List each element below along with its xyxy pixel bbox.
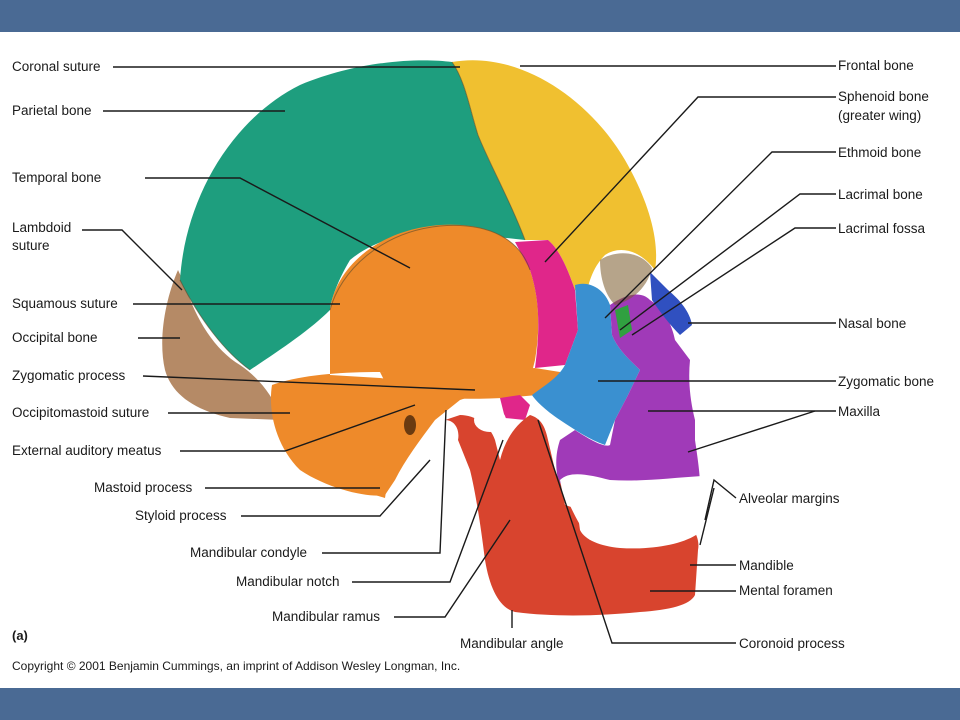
teeth <box>560 474 702 549</box>
leader-lines <box>82 65 836 644</box>
label-occipital-bone: Occipital bone <box>12 330 98 345</box>
sphenoid-bone-shape <box>515 240 578 368</box>
nasal-bone-shape <box>650 272 692 335</box>
labels-left: Coronal suture Parietal bone Temporal bo… <box>12 59 564 651</box>
maxilla-shape <box>556 294 700 488</box>
label-ethmoid-bone: Ethmoid bone <box>838 145 921 160</box>
ethmoid-bone-shape <box>615 305 632 338</box>
label-mandibular-ramus: Mandibular ramus <box>272 609 380 624</box>
copyright-line: Copyright © 2001 Benjamin Cummings, an i… <box>12 659 460 673</box>
label-zygomatic-process: Zygomatic process <box>12 368 126 383</box>
label-sphenoid-bone-line1: Sphenoid bone <box>838 89 929 104</box>
frontal-bone-shape <box>452 60 657 300</box>
label-zygomatic-bone: Zygomatic bone <box>838 374 934 389</box>
skull-illustration <box>162 60 702 616</box>
top-band <box>0 0 960 32</box>
sphenoid-lower-shape <box>500 395 530 420</box>
label-external-auditory-meatus: External auditory meatus <box>12 443 162 458</box>
zygomatic-bone-shape <box>532 283 640 445</box>
label-parietal-bone: Parietal bone <box>12 103 92 118</box>
label-styloid-process: Styloid process <box>135 508 227 523</box>
temporal-bone-shape <box>270 224 539 496</box>
panel-letter: (a) <box>12 628 28 643</box>
label-mandibular-notch: Mandibular notch <box>236 574 340 589</box>
label-coronoid-process: Coronoid process <box>739 636 845 651</box>
label-lambdoid-suture-line1: Lambdoid <box>12 220 71 235</box>
bottom-band <box>0 688 960 720</box>
label-mandible: Mandible <box>739 558 794 573</box>
label-lambdoid-suture-line2: suture <box>12 238 50 253</box>
mandibular-notch-gap <box>474 408 506 432</box>
label-mastoid-process: Mastoid process <box>94 480 193 495</box>
label-sphenoid-bone-line2: (greater wing) <box>838 108 921 123</box>
mastoid-process-shape <box>368 465 390 498</box>
label-squamous-suture: Squamous suture <box>12 296 118 311</box>
orbit-shadow <box>600 253 652 305</box>
labels-right: Frontal bone Sphenoid bone (greater wing… <box>739 58 934 651</box>
label-lacrimal-fossa: Lacrimal fossa <box>838 221 926 236</box>
upper-teeth-shape <box>560 474 702 516</box>
label-mandibular-condyle: Mandibular condyle <box>190 545 307 560</box>
zygomatic-process-shape <box>380 368 560 399</box>
label-mandibular-angle: Mandibular angle <box>460 636 564 651</box>
label-mental-foramen: Mental foramen <box>739 583 833 598</box>
parietal-bone-shape <box>180 60 525 370</box>
mandible-shape <box>445 415 699 616</box>
occipital-bone-shape <box>162 270 282 420</box>
label-lacrimal-bone: Lacrimal bone <box>838 187 923 202</box>
label-coronal-suture: Coronal suture <box>12 59 101 74</box>
ear-canal-hole <box>404 415 416 435</box>
label-occipitomastoid-suture: Occipitomastoid suture <box>12 405 149 420</box>
label-temporal-bone: Temporal bone <box>12 170 101 185</box>
label-frontal-bone: Frontal bone <box>838 58 914 73</box>
label-maxilla: Maxilla <box>838 404 881 419</box>
label-nasal-bone: Nasal bone <box>838 316 906 331</box>
lower-teeth-shape <box>578 510 698 549</box>
label-alveolar-margins: Alveolar margins <box>739 491 840 506</box>
